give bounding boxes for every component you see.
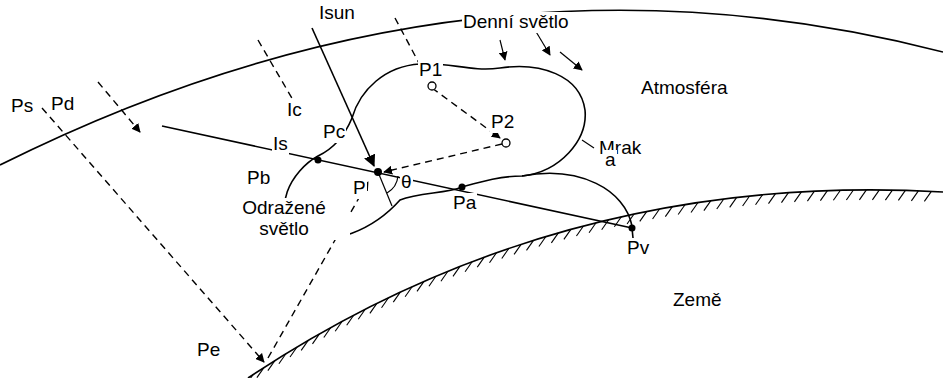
point-label: Pa [452, 193, 477, 214]
hatch-stroke [405, 287, 412, 297]
point-label: Atmosféra [640, 78, 729, 99]
hatch-stroke [417, 281, 424, 291]
hatch-stroke [807, 191, 814, 201]
hatch-stroke [477, 257, 484, 267]
hatch-stroke [743, 196, 750, 206]
point-label: a [604, 150, 617, 171]
hatch-stroke [347, 315, 354, 325]
hatch-stroke [279, 354, 286, 364]
scatter-point [428, 82, 436, 90]
earth-surface [248, 190, 943, 378]
point-label: Pe [196, 340, 221, 361]
leader-line [582, 140, 594, 148]
hatch-stroke [898, 190, 905, 200]
phase-angle-line [378, 172, 392, 206]
point-label: Isun [318, 3, 356, 24]
hatch-stroke [324, 328, 331, 338]
hatch-stroke [859, 190, 866, 200]
hatch-stroke [576, 226, 583, 236]
hatch-stroke [730, 197, 737, 207]
hatch-stroke [924, 191, 931, 201]
hatch-stroke [756, 195, 763, 205]
point-label: Ps [10, 96, 34, 117]
daylight-arrow [535, 30, 550, 55]
point-label: Pb [246, 168, 271, 189]
hatch-stroke [885, 190, 892, 200]
hatch-stroke [453, 266, 460, 276]
hatch-stroke [335, 321, 342, 331]
point-label: Ic [286, 100, 303, 121]
point-label: P1 [418, 60, 443, 81]
point-label: Pc [322, 122, 346, 143]
hatch-stroke [820, 191, 827, 201]
point-label: Odražené světlo [218, 198, 350, 240]
hatch-stroke [489, 253, 496, 263]
theta-arc [387, 176, 398, 193]
sun-ray-solid [312, 28, 374, 166]
hatch-stroke [691, 203, 698, 213]
hatch-stroke [370, 303, 377, 313]
hatch-stroke [640, 211, 647, 221]
hatch-stroke [301, 340, 308, 350]
hatch-stroke [846, 190, 853, 200]
hatch-stroke [393, 292, 400, 302]
hatch-stroke [872, 190, 879, 200]
hatch-stroke [429, 276, 436, 286]
hatch-stroke [833, 190, 840, 200]
daylight-arrow [560, 52, 582, 70]
hatch-stroke [768, 194, 775, 204]
hatch-stroke [678, 205, 685, 215]
daylight-arrow [500, 40, 505, 60]
hatch-stroke [441, 271, 448, 281]
point-dot [629, 225, 636, 232]
hatch-stroke [382, 298, 389, 308]
hatch-stroke [312, 334, 319, 344]
hatch-stroke [290, 347, 297, 357]
point-label: Pd [50, 94, 75, 115]
hatch-stroke [551, 233, 558, 243]
point-label: P [352, 178, 367, 199]
hatch-stroke [911, 191, 918, 201]
hatch-stroke [781, 193, 788, 203]
hatch-stroke [794, 192, 801, 202]
point-label: θ [400, 172, 413, 193]
hatch-stroke [526, 240, 533, 250]
point-dot [459, 184, 466, 191]
point-dot [374, 168, 382, 176]
hatch-stroke [514, 244, 521, 254]
point-dot [315, 157, 322, 164]
point-label: Is [272, 134, 289, 155]
hatch-stroke [539, 237, 546, 247]
hatch-stroke [268, 361, 275, 371]
atmosphere-boundary [0, 10, 943, 165]
hatch-stroke [358, 309, 365, 319]
hatch-stroke [704, 201, 711, 211]
scatter-point [502, 139, 510, 147]
hatch-stroke [653, 209, 660, 219]
point-label: Denní světlo [462, 12, 570, 33]
point-label: P2 [490, 112, 515, 133]
path-a-curve [522, 173, 632, 226]
scatter-ray [384, 144, 502, 172]
point-label: Pv [626, 238, 650, 259]
hatch-stroke [465, 262, 472, 272]
hatch-stroke [589, 223, 596, 233]
hatch-stroke [246, 375, 253, 378]
hatch-stroke [665, 207, 672, 217]
sun-ray-dashed [98, 82, 140, 132]
point-label: Země [672, 290, 723, 311]
hatch-stroke [717, 199, 724, 209]
hatch-stroke [564, 229, 571, 239]
hatch-stroke [257, 368, 264, 378]
hatch-stroke [502, 248, 509, 258]
